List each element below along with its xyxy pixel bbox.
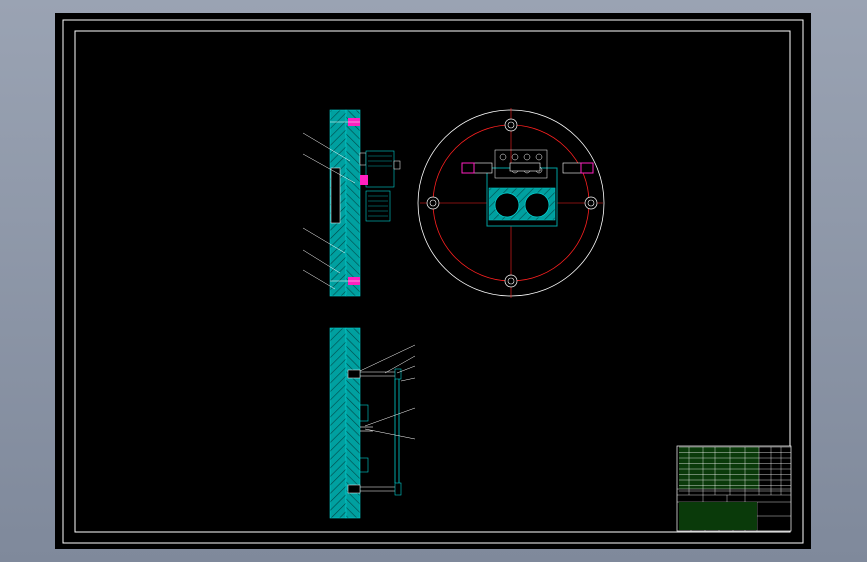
drawing-svg xyxy=(62,19,804,544)
bolt-hole-bottom xyxy=(504,274,518,288)
drawing-canvas[interactable] xyxy=(55,13,811,549)
side-section-top xyxy=(302,109,401,297)
bolt-hole-right xyxy=(584,196,598,210)
title-block xyxy=(676,445,792,532)
inner-border xyxy=(74,30,791,533)
plan-view-circular xyxy=(417,108,605,298)
outer-frame xyxy=(62,19,804,544)
bolt-hole-left xyxy=(426,196,440,210)
side-section-bottom xyxy=(329,327,416,519)
bolt-hole-top xyxy=(504,118,518,132)
